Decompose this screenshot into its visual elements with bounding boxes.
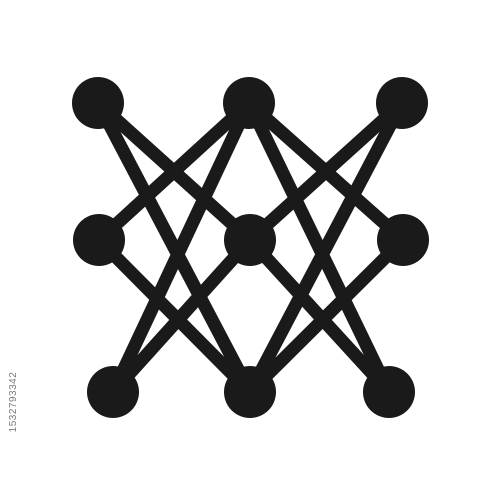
edge (243, 96, 409, 399)
node-middle-center (224, 214, 276, 266)
node-bottom-right (363, 366, 415, 418)
edge (106, 96, 256, 399)
node-bottom-left (87, 366, 139, 418)
edge (92, 96, 256, 247)
node-top-left (72, 77, 124, 129)
network-nodes (72, 77, 429, 418)
edge (243, 96, 409, 247)
edge (106, 233, 257, 399)
node-middle-right (377, 214, 429, 266)
node-top-right (376, 77, 428, 129)
network-edges (91, 96, 410, 399)
node-middle-left (73, 214, 125, 266)
edge (243, 233, 396, 399)
node-top-center (223, 77, 275, 129)
stock-id-label: 1532793342 (8, 371, 19, 433)
node-bottom-center (224, 366, 276, 418)
